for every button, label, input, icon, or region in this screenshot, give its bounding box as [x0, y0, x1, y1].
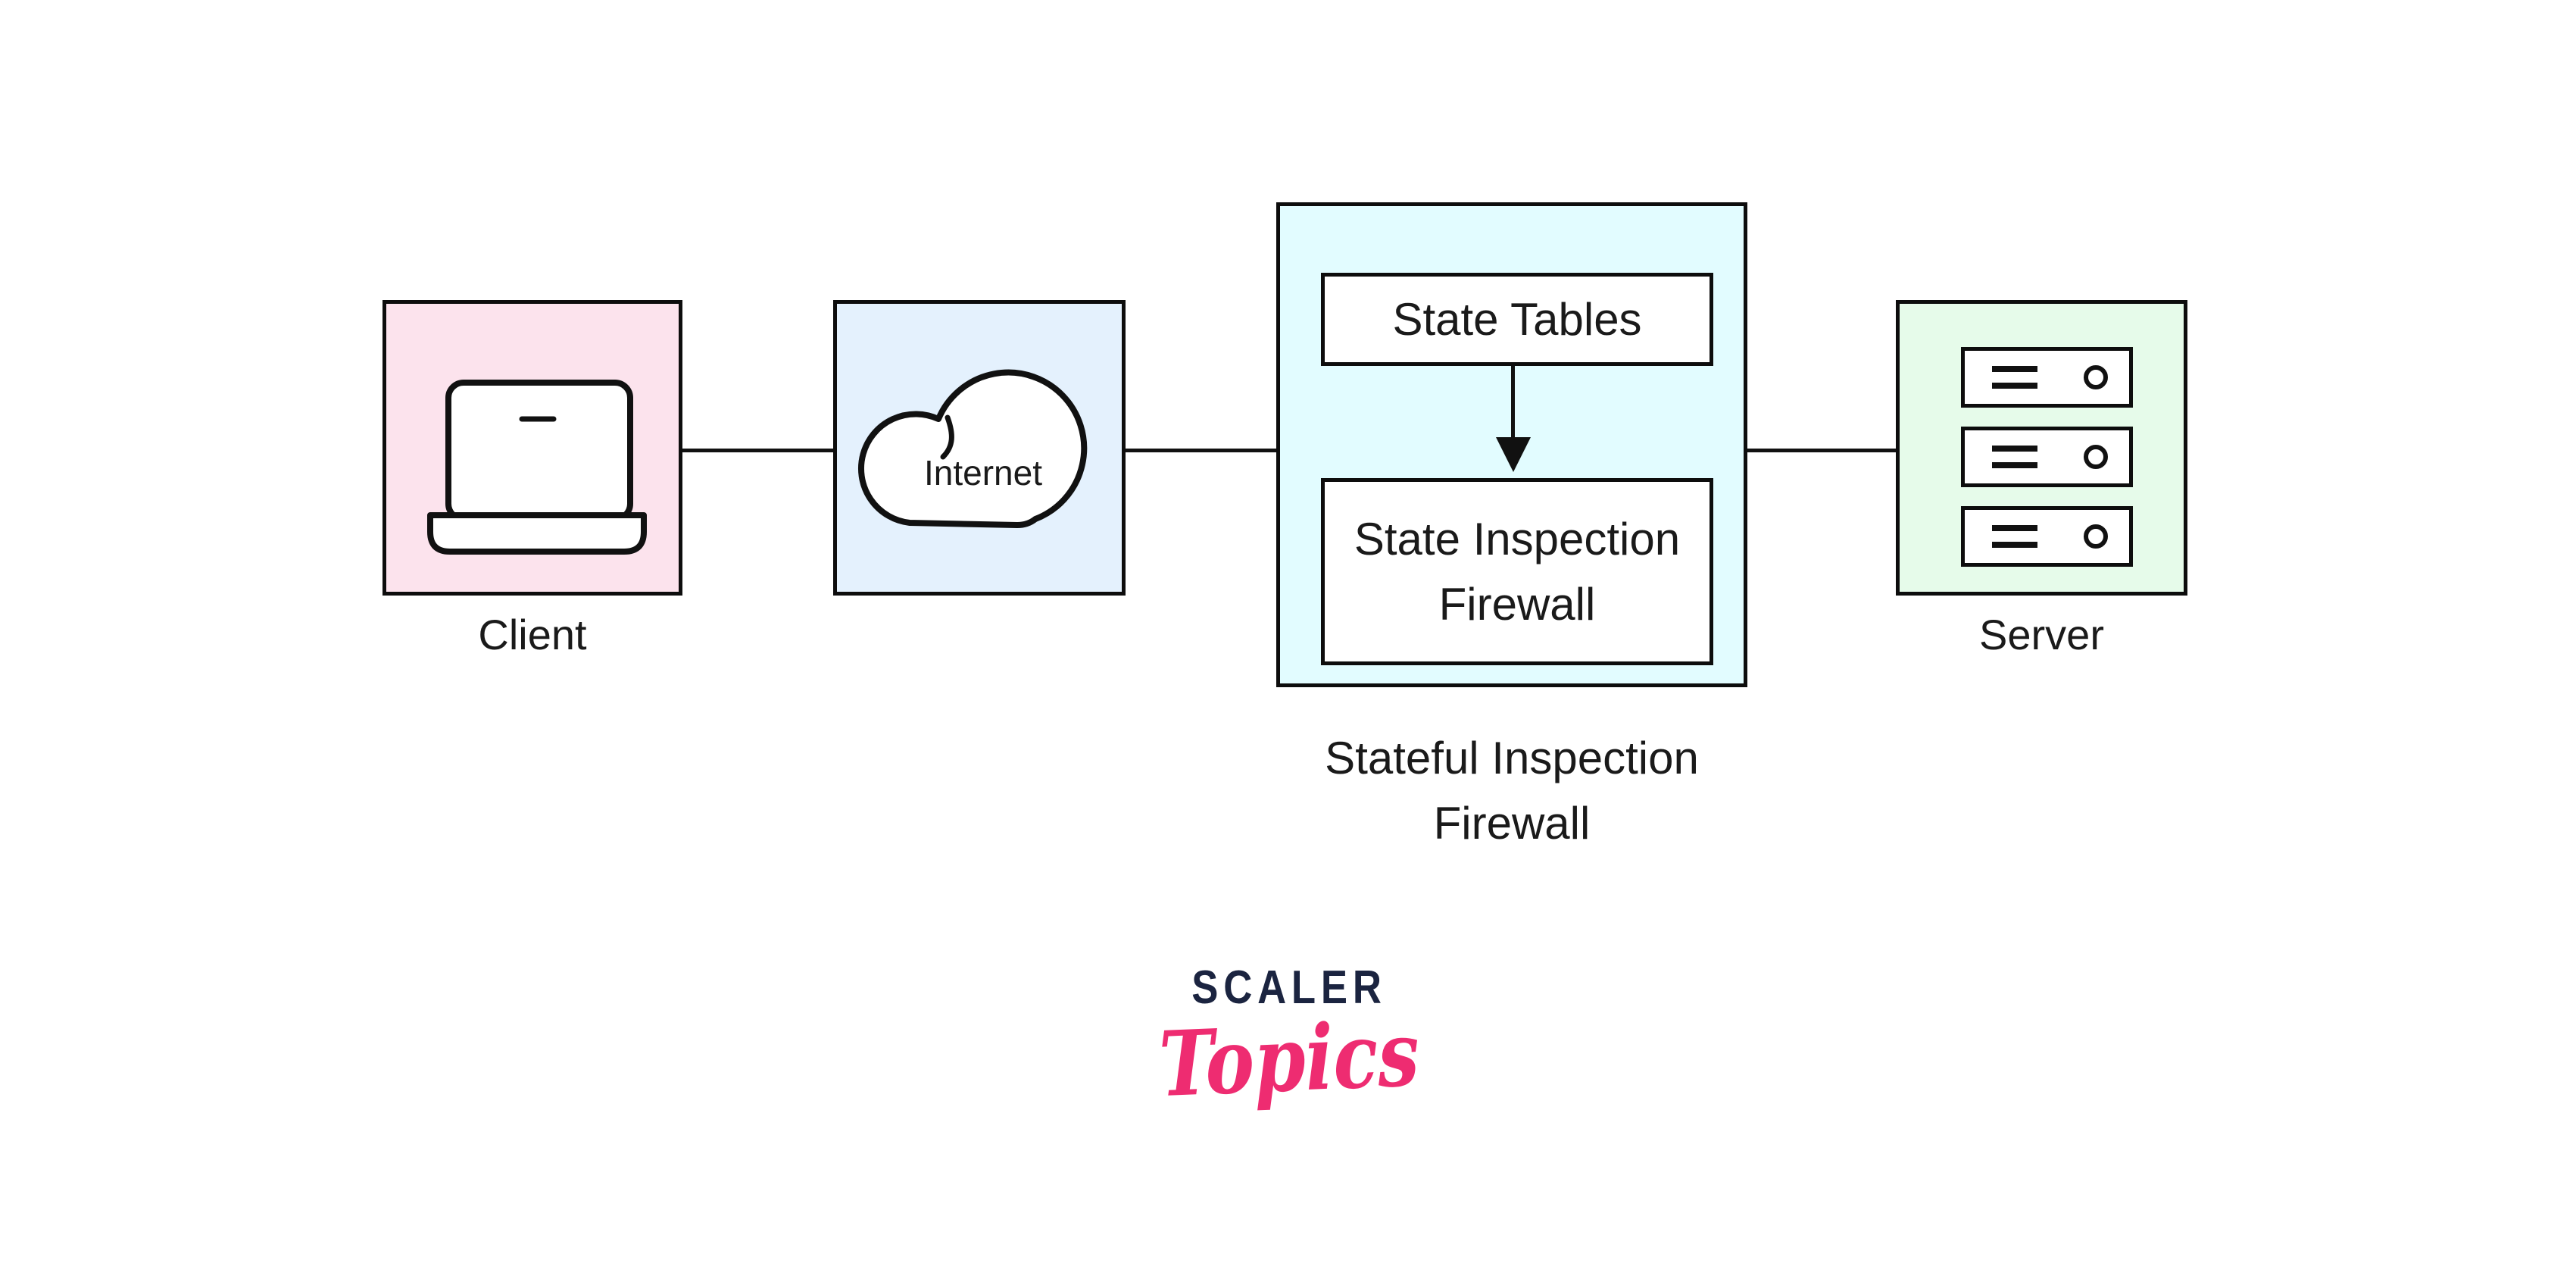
- server-label: Server: [1979, 611, 2104, 658]
- state-tables-box: State Tables: [1321, 273, 1713, 366]
- client-label: Client: [478, 611, 587, 658]
- internet-label: Internet: [924, 453, 1042, 492]
- connector-client-internet: [681, 449, 835, 452]
- internet-node: Internet: [833, 300, 1126, 596]
- scaler-topics-script: Topics: [1157, 1000, 1421, 1118]
- server-rack-unit-icon: [1961, 506, 2133, 567]
- server-node: [1896, 300, 2187, 596]
- server-rack-unit-icon: [1961, 347, 2133, 408]
- state-inspection-label-line2: Firewall: [1438, 578, 1596, 630]
- client-node: [382, 300, 682, 596]
- state-inspection-box: State Inspection Firewall: [1321, 478, 1713, 665]
- cloud-icon: [857, 369, 1088, 528]
- state-tables-label: State Tables: [1392, 294, 1642, 345]
- connector-firewall-server: [1746, 449, 1897, 452]
- scaler-logo-wordmark: SCALER: [1191, 962, 1387, 1014]
- server-rack-unit-icon: [1961, 427, 2133, 487]
- connector-internet-firewall: [1124, 449, 1278, 452]
- arrow-down-icon: [1496, 437, 1531, 472]
- firewall-caption-line1: Stateful Inspection: [1325, 733, 1699, 783]
- arrow-down-shaft: [1511, 366, 1515, 439]
- laptop-icon: [427, 380, 647, 555]
- firewall-caption-line2: Firewall: [1433, 798, 1591, 849]
- firewall-node: State Tables State Inspection Firewall: [1276, 202, 1747, 687]
- firewall-caption: Stateful Inspection Firewall: [1242, 726, 1781, 856]
- state-inspection-label-line1: State Inspection: [1354, 513, 1681, 564]
